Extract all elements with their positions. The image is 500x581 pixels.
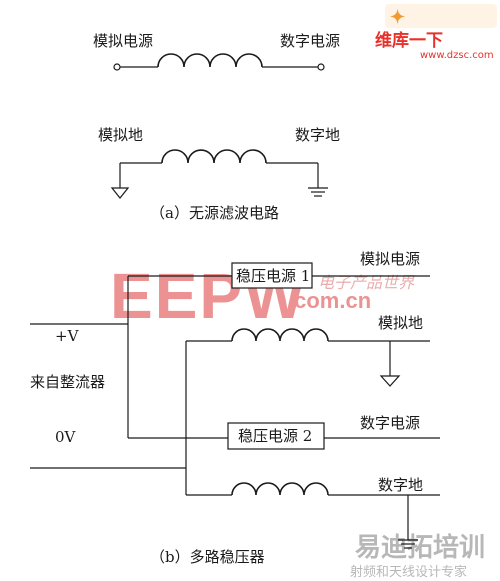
- b-digital-ground-symbol: [398, 539, 418, 549]
- a-digital-power-label: 数字电源: [280, 32, 340, 50]
- a-caption: （a）无源滤波电路: [150, 204, 279, 222]
- b-analog-power-label: 模拟电源: [360, 250, 420, 268]
- b-regulator-2-box: [227, 422, 325, 450]
- b-regulator-2-label: 稳压电源 2: [238, 427, 312, 445]
- a-digital-ground-label: 数字地: [295, 126, 340, 144]
- b-digital-ground-inductor: [231, 482, 329, 496]
- b-from-rectifier-label: 来自整流器: [30, 373, 105, 391]
- b-analog-ground-inductor: [231, 328, 329, 342]
- eepw-slogan-text: 电子产品世界: [318, 273, 415, 292]
- a-ground-inductor: [161, 149, 267, 164]
- b-zero-v-label: 0V: [55, 428, 77, 446]
- top-logo-url: www.dzsc.com: [420, 50, 494, 61]
- top-logo-text: 维库一下: [375, 30, 443, 51]
- diagram-a: 模拟电源 数字电源 模拟地 数字地 （a）无源滤波电路: [93, 32, 340, 222]
- b-digital-ground-label: 数字地: [378, 476, 423, 494]
- a-power-terminal-right: [317, 63, 325, 71]
- b-caption: （b）多路稳压器: [150, 548, 265, 566]
- bottom-logo-sub: 射频和天线设计专家: [350, 564, 467, 580]
- a-power-inductor: [157, 53, 263, 68]
- diagram-b: 模拟电源 稳压电源 1 +V 模拟地 来自整流器 稳压电源 2 数字电源 0V …: [30, 250, 440, 566]
- b-regulator-1-box: [231, 262, 313, 289]
- bottom-logo-watermark: 易迪拓培训 射频和天线设计专家: [350, 533, 485, 580]
- a-digital-ground-symbol: [308, 187, 328, 197]
- b-digital-power-label: 数字电源: [360, 414, 420, 432]
- a-analog-ground-symbol: [110, 187, 130, 199]
- top-logo-emblem-text: ✦: [390, 7, 405, 28]
- bottom-logo-cn: 易迪拓培训: [355, 533, 485, 563]
- b-regulator-1-label: 稳压电源 1: [236, 267, 310, 285]
- a-analog-ground-label: 模拟地: [98, 126, 143, 144]
- top-logo-watermark: ✦ 维库一下 www.dzsc.com: [375, 4, 497, 61]
- b-analog-ground-label: 模拟地: [378, 314, 423, 332]
- b-analog-ground-symbol: [379, 375, 401, 387]
- b-plus-v-label: +V: [55, 327, 80, 345]
- eepw-domain-text: .com.cn: [288, 288, 371, 313]
- a-analog-power-label: 模拟电源: [93, 32, 153, 50]
- a-power-terminal-left: [113, 63, 121, 71]
